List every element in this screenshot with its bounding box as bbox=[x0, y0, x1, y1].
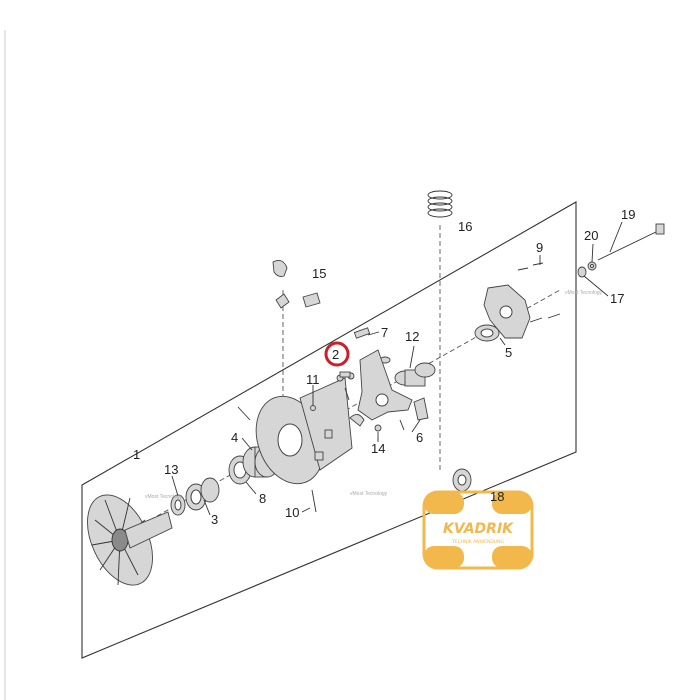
label-14: 14 bbox=[371, 441, 385, 456]
label-17: 17 bbox=[610, 291, 624, 306]
highlight-ring bbox=[324, 341, 350, 367]
kvadrik-logo: KVADRIK TECHNIK ANWENDUNG bbox=[422, 490, 534, 570]
watermark: vMost Tecnology bbox=[350, 491, 388, 497]
fixed-sheave bbox=[87, 494, 173, 586]
main-axis-line bbox=[149, 289, 561, 521]
label-11: 11 bbox=[306, 372, 320, 387]
spider-plate bbox=[349, 349, 413, 427]
logo-text: KVADRIK bbox=[443, 521, 514, 537]
part-labels: 1 2 3 4 5 6 7 8 9 10 11 12 13 14 15 16 1… bbox=[133, 207, 635, 527]
watermark: vMost Tecnology bbox=[565, 290, 603, 296]
label-18: 18 bbox=[490, 489, 504, 504]
label-1: 1 bbox=[133, 447, 140, 462]
bracket-6 bbox=[399, 397, 429, 431]
label-9: 9 bbox=[536, 240, 543, 255]
bolt-19 bbox=[597, 223, 665, 261]
label-5: 5 bbox=[505, 345, 512, 360]
label-10: 10 bbox=[285, 505, 299, 520]
watermark: vMost Tecnology bbox=[145, 494, 183, 500]
washer-17 bbox=[577, 266, 587, 278]
cover-5 bbox=[474, 284, 531, 342]
bolt-11 bbox=[310, 395, 316, 411]
bushing-12 bbox=[394, 362, 436, 387]
label-15: 15 bbox=[312, 266, 326, 281]
roller-15 bbox=[272, 260, 321, 309]
leader-lines bbox=[171, 221, 623, 516]
label-2: 2 bbox=[332, 347, 339, 362]
label-3: 3 bbox=[211, 512, 218, 527]
label-13: 13 bbox=[164, 462, 178, 477]
logo-subtext: TECHNIK ANWENDUNG bbox=[451, 539, 504, 545]
pin-10 bbox=[311, 489, 317, 513]
screws-9 bbox=[517, 262, 561, 323]
bearing-3 bbox=[185, 477, 220, 511]
label-7: 7 bbox=[381, 325, 388, 340]
assembly-frame bbox=[81, 201, 577, 659]
label-20: 20 bbox=[584, 228, 598, 243]
pin bbox=[237, 406, 251, 421]
label-16: 16 bbox=[458, 219, 472, 234]
nut-20 bbox=[587, 261, 597, 271]
label-19: 19 bbox=[621, 207, 635, 222]
washer-13 bbox=[170, 494, 186, 516]
label-8: 8 bbox=[259, 491, 266, 506]
label-12: 12 bbox=[405, 329, 419, 344]
washer-18 bbox=[452, 468, 472, 492]
screw-14 bbox=[374, 424, 382, 440]
label-4: 4 bbox=[231, 430, 238, 445]
spring-16 bbox=[427, 190, 453, 218]
label-6: 6 bbox=[416, 430, 423, 445]
